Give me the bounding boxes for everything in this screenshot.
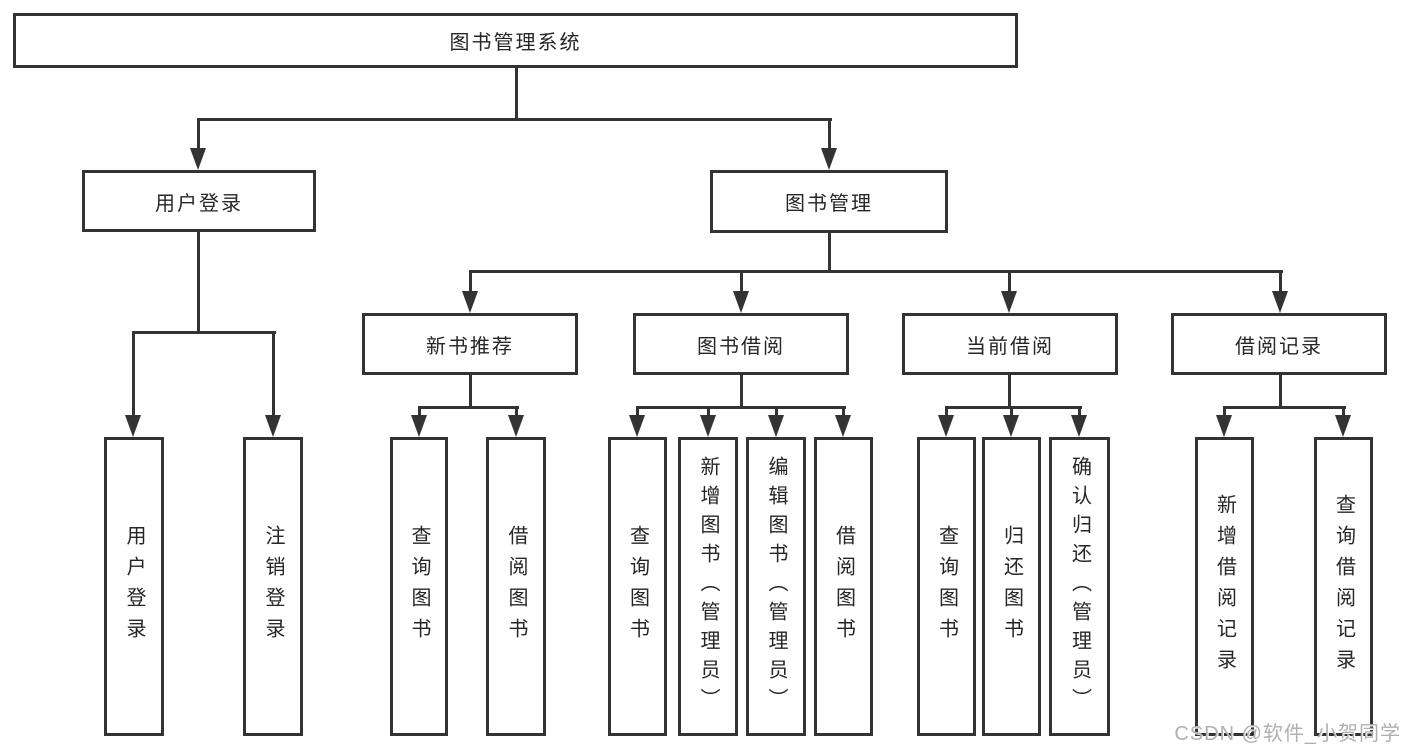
leaf-label: 确认归还（管理员） <box>1068 456 1091 717</box>
node-user-login: 用户登录 <box>82 170 316 232</box>
connector-vline <box>775 407 778 418</box>
connector-vline <box>1008 375 1011 409</box>
node-current-borrowing: 当前借阅 <box>902 313 1118 375</box>
leaf-label: 新增借阅记录 <box>1213 493 1236 680</box>
connector-hline <box>418 406 519 409</box>
connector-hline <box>636 406 846 409</box>
connector-vline <box>272 332 275 418</box>
node-book-management: 图书管理 <box>710 170 948 233</box>
leaf-user-login: 用户登录 <box>104 437 164 736</box>
arrowhead-down-icon <box>821 148 837 170</box>
connector-vline <box>515 407 518 418</box>
leaf-logout: 注销登录 <box>243 437 303 736</box>
arrowhead-down-icon <box>700 415 716 437</box>
leaf-query-books-current: 查询图书 <box>917 437 976 736</box>
arrowhead-down-icon <box>938 415 954 437</box>
connector-hline <box>197 118 832 121</box>
connector-hline <box>132 331 276 334</box>
arrowhead-down-icon <box>265 415 281 437</box>
connector-vline <box>828 233 831 273</box>
connector-vline <box>945 407 948 418</box>
leaf-query-books-borrow: 查询图书 <box>608 437 667 736</box>
connector-vline <box>197 232 200 334</box>
connector-vline <box>842 407 845 418</box>
arrowhead-down-icon <box>411 415 427 437</box>
arrowhead-down-icon <box>768 415 784 437</box>
connector-vline <box>515 68 518 121</box>
node-label: 用户登录 <box>155 192 243 215</box>
leaf-label: 查询借阅记录 <box>1332 493 1355 680</box>
connector-vline <box>1279 375 1282 409</box>
connector-vline <box>740 271 743 294</box>
node-label: 图书管理 <box>785 193 873 215</box>
arrowhead-down-icon <box>733 291 749 313</box>
node-borrowing-records: 借阅记录 <box>1171 313 1387 375</box>
leaf-label: 归还图书 <box>1000 524 1023 649</box>
node-label: 图书管理系统 <box>449 32 582 54</box>
arrowhead-down-icon <box>462 291 478 313</box>
leaf-label: 查询图书 <box>408 524 430 649</box>
leaf-borrow-books-newbook: 借阅图书 <box>486 437 546 736</box>
node-new-book-recommendation: 新书推荐 <box>362 313 578 375</box>
connector-vline <box>828 119 831 150</box>
arrowhead-down-icon <box>835 415 851 437</box>
connector-hline <box>1223 406 1346 409</box>
leaf-label: 借阅图书 <box>832 524 855 649</box>
node-label: 借阅记录 <box>1235 335 1323 358</box>
arrowhead-down-icon <box>629 415 645 437</box>
connector-vline <box>707 407 710 418</box>
connector-vline <box>1342 407 1345 418</box>
connector-vline <box>418 407 421 418</box>
connector-vline <box>469 271 472 294</box>
connector-vline <box>1078 407 1081 418</box>
arrowhead-down-icon <box>1272 291 1288 313</box>
node-label: 新书推荐 <box>426 335 514 358</box>
leaf-label: 编辑图书（管理员） <box>765 456 787 717</box>
leaf-label: 查询图书 <box>935 524 958 649</box>
node-label: 当前借阅 <box>966 335 1054 358</box>
leaf-edit-books-admin: 编辑图书（管理员） <box>746 437 806 736</box>
connector-vline <box>1223 407 1226 418</box>
arrowhead-down-icon <box>125 415 141 437</box>
arrowhead-down-icon <box>1216 415 1232 437</box>
csdn-watermark: CSDN @软件_小贺同学 <box>1174 723 1401 745</box>
connector-vline <box>469 375 472 409</box>
leaf-return-books: 归还图书 <box>982 437 1041 736</box>
leaf-label: 借阅图书 <box>505 524 527 649</box>
arrowhead-down-icon <box>190 148 206 170</box>
leaf-confirm-return-admin: 确认归还（管理员） <box>1049 437 1110 736</box>
leaf-label: 查询图书 <box>626 524 649 649</box>
connector-hline <box>469 270 1283 273</box>
connector-hline <box>945 406 1082 409</box>
arrowhead-down-icon <box>1001 291 1017 313</box>
arrowhead-down-icon <box>1335 415 1351 437</box>
connector-vline <box>636 407 639 418</box>
leaf-label: 注销登录 <box>262 524 284 649</box>
leaf-add-books-admin: 新增图书（管理员） <box>678 437 738 736</box>
node-book-borrowing: 图书借阅 <box>633 313 849 375</box>
node-library-management-system: 图书管理系统 <box>13 13 1018 68</box>
connector-vline <box>1008 271 1011 294</box>
connector-vline <box>197 119 200 150</box>
connector-vline <box>1279 271 1282 294</box>
leaf-label: 用户登录 <box>123 524 145 649</box>
connector-vline <box>1010 407 1013 418</box>
leaf-query-books-newbook: 查询图书 <box>390 437 448 736</box>
connector-vline <box>740 375 743 409</box>
node-label: 图书借阅 <box>697 335 785 358</box>
leaf-query-borrow-record: 查询借阅记录 <box>1314 437 1373 736</box>
connector-vline <box>132 332 135 418</box>
arrowhead-down-icon <box>1071 415 1087 437</box>
arrowhead-down-icon <box>508 415 524 437</box>
leaf-label: 新增图书（管理员） <box>697 456 719 717</box>
leaf-borrow-books-borrow: 借阅图书 <box>814 437 873 736</box>
arrowhead-down-icon <box>1003 415 1019 437</box>
leaf-add-borrow-record: 新增借阅记录 <box>1195 437 1254 736</box>
